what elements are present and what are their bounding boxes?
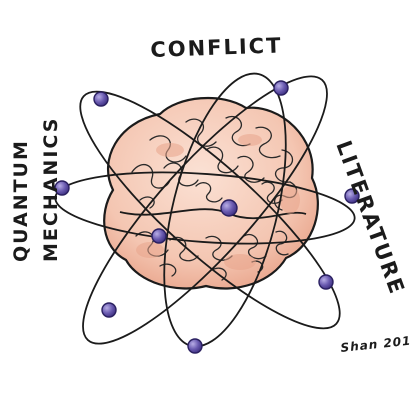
orbit-diagonal-a [82,75,328,345]
illustration-canvas: CONFLICT QUANTUM MECHANICS LITERATURE Sh… [10,33,412,355]
orbit-horizontal [54,171,356,245]
electron-top-right [273,80,289,96]
label-mechanics: MECHANICS [40,116,62,262]
label-conflict: CONFLICT [149,33,283,62]
electron-left [54,180,70,196]
label-quantum: QUANTUM [10,139,32,262]
electron-top-left [93,91,109,107]
brain-atom-illustration [54,72,360,354]
electron-bottom-left [101,302,117,318]
brain-shading [136,134,300,270]
electron-right [344,188,360,204]
electron-center [220,199,238,217]
electrons [54,80,360,354]
electron-bottom [187,338,203,354]
electron-bottom-right [318,274,334,290]
orbit-diagonal-b [79,90,341,330]
electron-inner-left [151,228,167,244]
